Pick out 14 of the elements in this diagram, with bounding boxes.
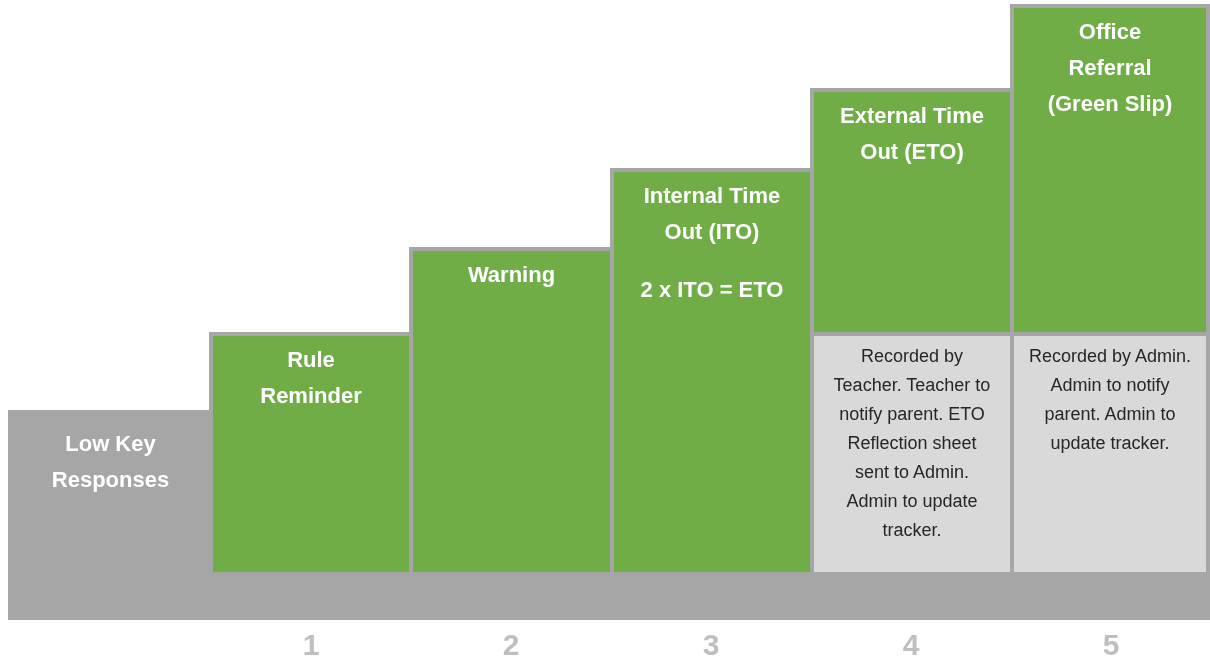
step-title: External Time Out (ETO) (839, 102, 985, 166)
step-description: Recorded by Admin. Admin to notify parent. Admin to update tracker. (1028, 345, 1192, 455)
step-note: 2 x ITO = ETO (639, 276, 785, 304)
step-number: 4 (901, 628, 921, 662)
step-number: 2 (501, 628, 521, 662)
step-description: Recorded by Teacher. Teacher to notify parent. ETO Reflection sheet sent to Admin. Admin to update tracker. (832, 345, 992, 542)
step-title: Internal Time Out (ITO) (642, 182, 782, 246)
step-title: Rule Reminder (259, 346, 363, 410)
step-title: Office Referral (Green Slip) (1046, 18, 1174, 118)
step-number: 1 (301, 628, 321, 662)
step-number: 5 (1101, 628, 1121, 662)
step-number: 3 (701, 628, 721, 662)
step-title: Warning (466, 261, 557, 289)
step-title: Low Key Responses (50, 430, 171, 494)
